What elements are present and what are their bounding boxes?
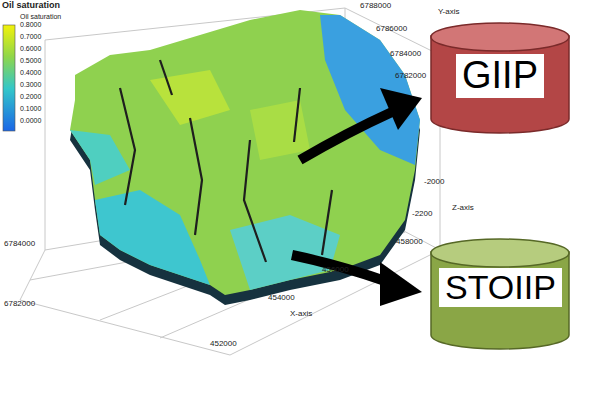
axis-label: Y-axis: [438, 8, 460, 17]
reservoir-patch: [150, 70, 230, 125]
color-bar: [3, 25, 15, 131]
reservoir-patch: [230, 215, 340, 290]
axis-label: 0.2000: [20, 93, 41, 101]
flow-arrows: [292, 88, 422, 306]
axis-label: 6782000: [395, 72, 426, 81]
axis-label: 0.5000: [20, 57, 41, 65]
reservoir-patch: [70, 130, 130, 185]
axis-label: -2000: [424, 178, 444, 187]
cylinder-label: STOIIP: [439, 268, 562, 307]
axis-label: 6784000: [4, 240, 35, 249]
legend-title: Oil saturation: [20, 13, 61, 21]
database-cylinder: STOIIP: [430, 238, 570, 350]
axis-label: 0.8000: [20, 21, 41, 29]
legend-title: Oil saturation: [2, 1, 60, 11]
axis-label: Z-axis: [452, 204, 474, 213]
axis-label: 456000: [322, 266, 349, 275]
axis-label: 6786000: [376, 25, 407, 34]
database-cylinder: GIIP: [430, 22, 570, 134]
axis-label: 452000: [210, 340, 237, 349]
axis-box: [20, 8, 440, 355]
axis-label: 6784000: [390, 50, 421, 59]
axis-label: 0.0000: [20, 117, 41, 125]
axis-label: 0.1000: [20, 105, 41, 113]
axis-label: 454000: [268, 294, 295, 303]
fault-lines: [120, 60, 332, 262]
axis-label: -2200: [412, 210, 432, 219]
axis-label: 6788000: [360, 2, 391, 11]
axis-label: 6782000: [4, 300, 35, 309]
axis-label: 0.4000: [20, 69, 41, 77]
cylinder-label: GIIP: [456, 54, 544, 98]
reservoir-surface: [70, 10, 420, 295]
axis-label: X-axis: [290, 310, 312, 319]
reservoir-patch: [95, 190, 210, 285]
axis-label: 0.7000: [20, 33, 41, 41]
axis-label: 458000: [396, 238, 423, 247]
axis-label: 0.6000: [20, 45, 41, 53]
axis-label: 0.3000: [20, 81, 41, 89]
reservoir-patch: [250, 100, 310, 160]
